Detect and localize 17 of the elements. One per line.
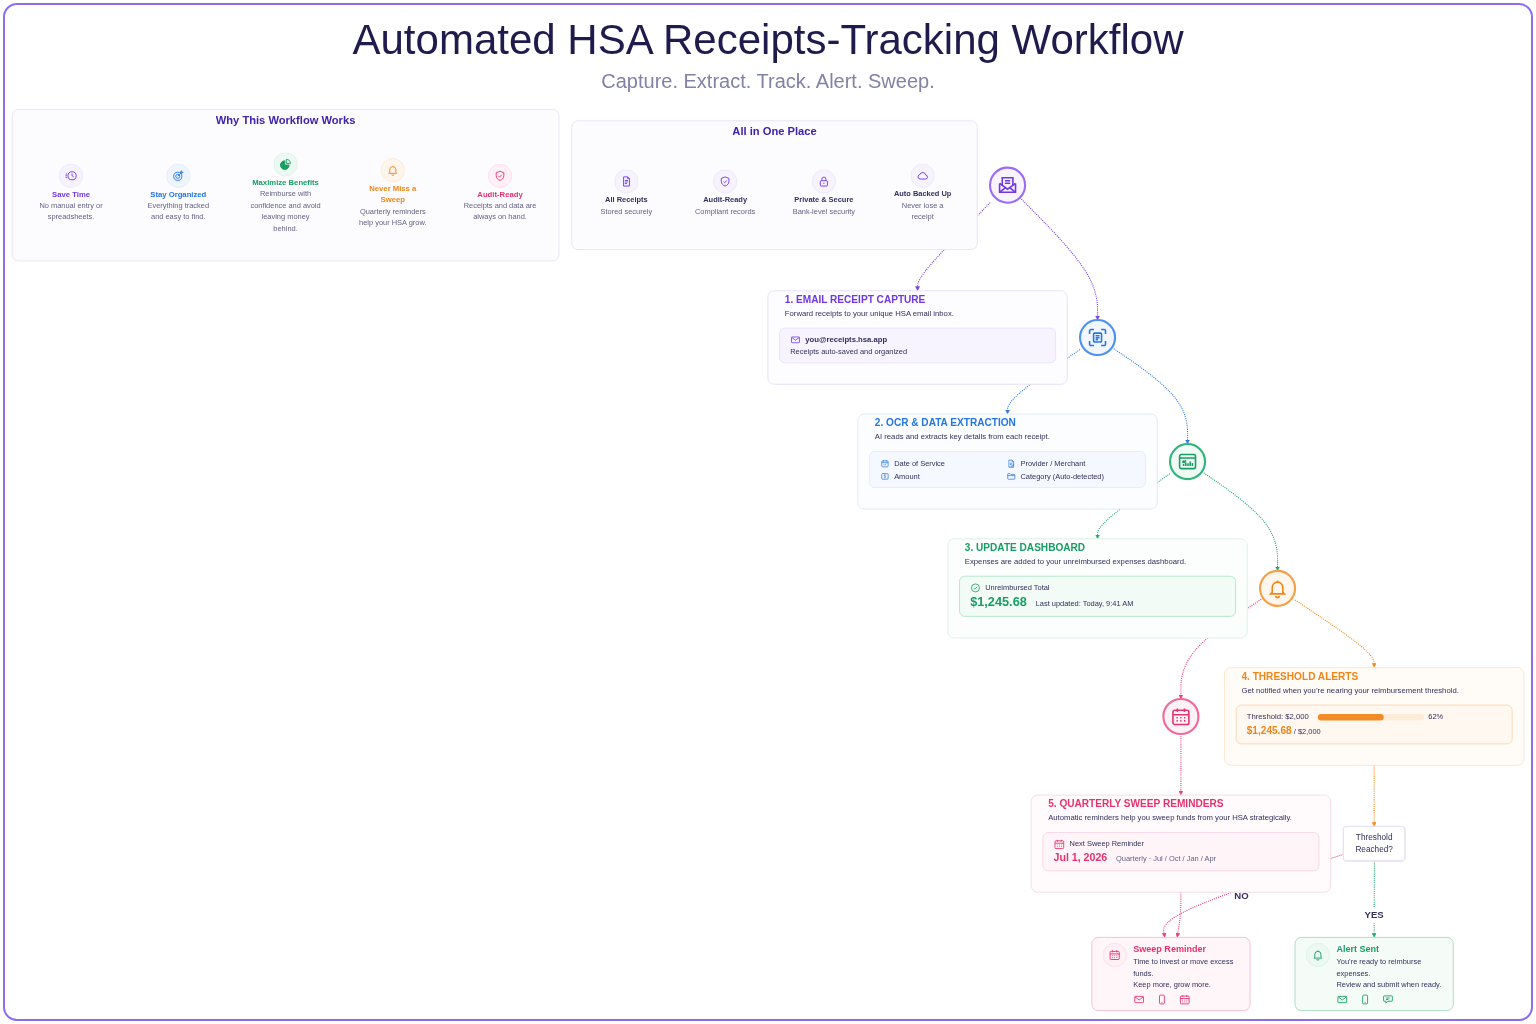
edge-label: NO [1234,890,1249,902]
node-text: Threshold Reached? [1355,832,1393,854]
arrow [1371,860,1377,938]
node-circle [1162,697,1200,736]
edge-label: YES [1364,909,1384,920]
subtitle: Capture. Extract. Track. Alert. Sweep. [601,70,935,93]
node-circle [1079,318,1117,357]
arrow [1294,599,1377,668]
node-circle [1168,443,1207,481]
title: Automated HSA Receipts-Tracking Workflow [351,16,1185,64]
node-circle [1258,569,1297,607]
node-circle [989,166,1027,204]
arrow [1019,197,1100,321]
arrow [1178,733,1184,796]
arrow [1175,891,1182,938]
arrow [1111,346,1190,445]
arrow [1371,764,1377,827]
